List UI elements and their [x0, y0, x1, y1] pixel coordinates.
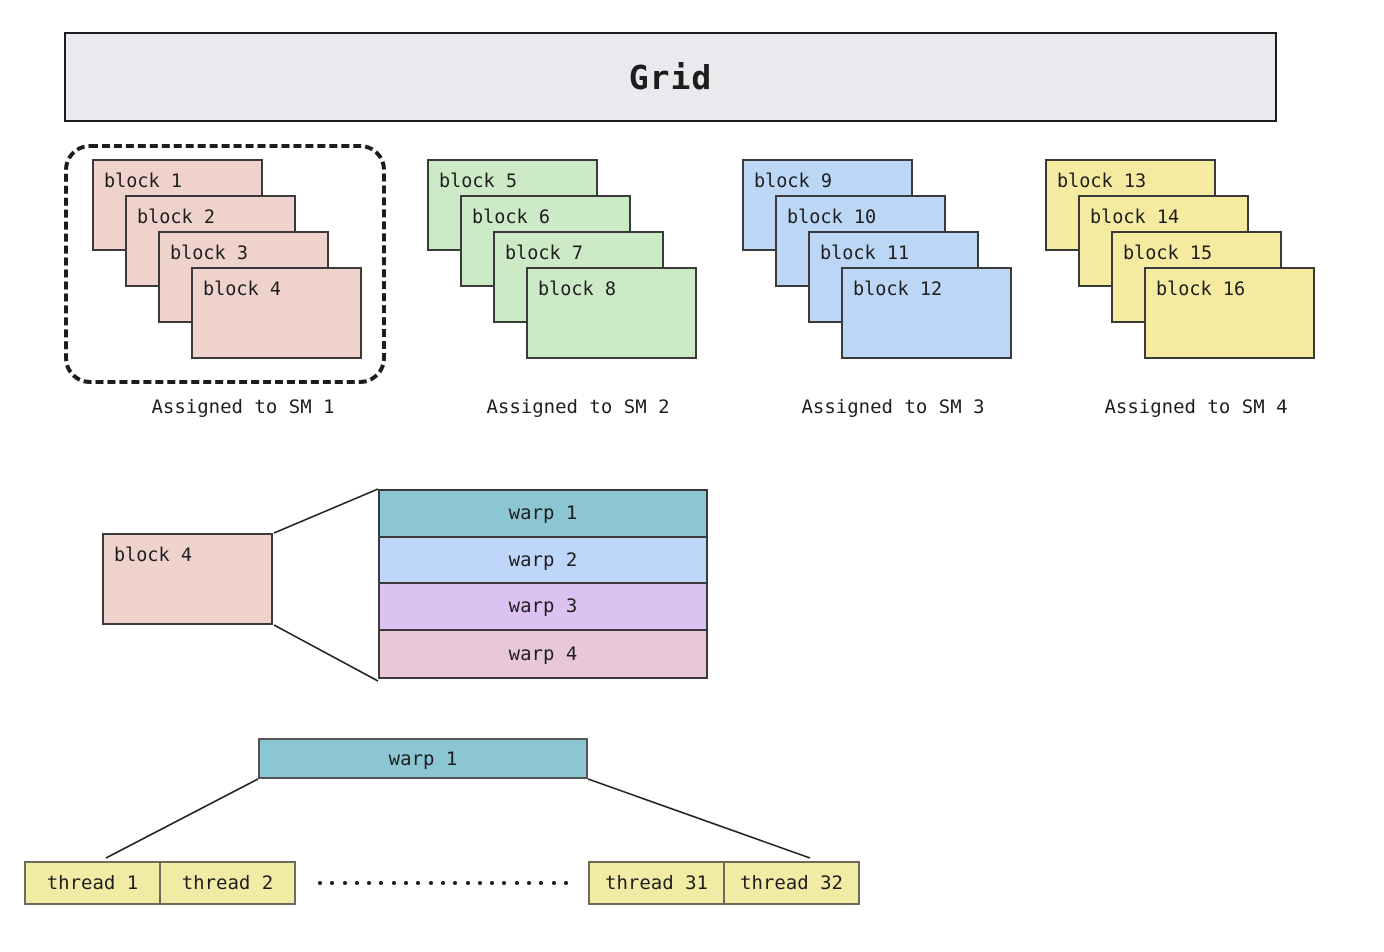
sm-caption-4: Assigned to SM 4 [1104, 396, 1288, 418]
block-card-label: block 5 [439, 171, 517, 192]
thread-ellipsis [318, 876, 568, 890]
ellipsis-dot [551, 881, 556, 885]
ellipsis-dot [367, 881, 372, 885]
warp-row-2[interactable]: warp 2 [380, 537, 706, 584]
ellipsis-dot [563, 881, 568, 885]
ellipsis-dot [502, 881, 507, 885]
block-4-detail-card[interactable]: block 4 [102, 533, 273, 625]
grid-container: Grid [64, 32, 1277, 122]
grid-title: Grid [628, 57, 713, 97]
ellipsis-dot [354, 881, 359, 885]
block-card-label: block 6 [472, 207, 550, 228]
warp-row-3[interactable]: warp 3 [380, 584, 706, 631]
ellipsis-dot [428, 881, 433, 885]
thread-box[interactable]: thread 31 [588, 861, 725, 905]
block-card-label: block 3 [170, 243, 248, 264]
ellipsis-dot [318, 881, 322, 885]
ellipsis-dot [539, 881, 544, 885]
block-4-detail-label: block 4 [114, 545, 192, 566]
ellipsis-dot [404, 881, 409, 885]
ellipsis-dot [490, 881, 495, 885]
block-stack-sm-1: block 1 block 2 block 3 block 4 [92, 159, 422, 409]
thread-box[interactable]: thread 1 [24, 861, 161, 905]
block-card[interactable]: block 8 [526, 267, 697, 359]
ellipsis-dot [330, 881, 335, 885]
block-card-label: block 9 [754, 171, 832, 192]
warp-1-detail-box[interactable]: warp 1 [258, 738, 588, 779]
block-card-label: block 7 [505, 243, 583, 264]
warp-1-detail-label: warp 1 [388, 747, 458, 770]
sm-caption-1: Assigned to SM 1 [151, 396, 335, 418]
sm1-dashed-outline [64, 144, 386, 384]
block-card-label: block 13 [1057, 171, 1147, 192]
ellipsis-dot [440, 881, 445, 885]
connector-block4-top [273, 488, 379, 534]
connector-warp1-right [587, 778, 811, 859]
block-card-label: block 14 [1090, 207, 1180, 228]
block-card[interactable]: block 12 [841, 267, 1012, 359]
block-card-label: block 10 [787, 207, 877, 228]
block-stack-sm-2: block 5 block 6 block 7 block 8 [427, 159, 757, 409]
block-card[interactable]: block 4 [191, 267, 362, 359]
block-stack-sm-3: block 9 block 10 block 11 block 12 [742, 159, 1072, 409]
block-card[interactable]: block 16 [1144, 267, 1315, 359]
warp-row-4[interactable]: warp 4 [380, 630, 706, 677]
thread-box[interactable]: thread 2 [159, 861, 296, 905]
block-stack-sm-4: block 13 block 14 block 15 block 16 [1045, 159, 1375, 409]
ellipsis-dot [477, 881, 482, 885]
ellipsis-dot [342, 881, 347, 885]
block-card-label: block 11 [820, 243, 910, 264]
block-card-label: block 8 [538, 279, 616, 300]
ellipsis-dot [416, 881, 421, 885]
block-card-label: block 16 [1156, 279, 1246, 300]
block-card-label: block 12 [853, 279, 943, 300]
ellipsis-dot [465, 881, 470, 885]
ellipsis-dot [453, 881, 458, 885]
connector-block4-bottom [273, 624, 379, 682]
block-card-label: block 4 [203, 279, 281, 300]
sm-caption-2: Assigned to SM 2 [486, 396, 670, 418]
ellipsis-dot [514, 881, 519, 885]
ellipsis-dot [379, 881, 384, 885]
ellipsis-dot [527, 881, 532, 885]
block-card-label: block 15 [1123, 243, 1213, 264]
block-card-label: block 2 [137, 207, 215, 228]
sm-caption-3: Assigned to SM 3 [801, 396, 985, 418]
block-card-label: block 1 [104, 171, 182, 192]
warp-row-1[interactable]: warp 1 [380, 491, 706, 538]
connector-warp1-left [105, 778, 259, 859]
ellipsis-dot [391, 881, 396, 885]
thread-box[interactable]: thread 32 [723, 861, 860, 905]
